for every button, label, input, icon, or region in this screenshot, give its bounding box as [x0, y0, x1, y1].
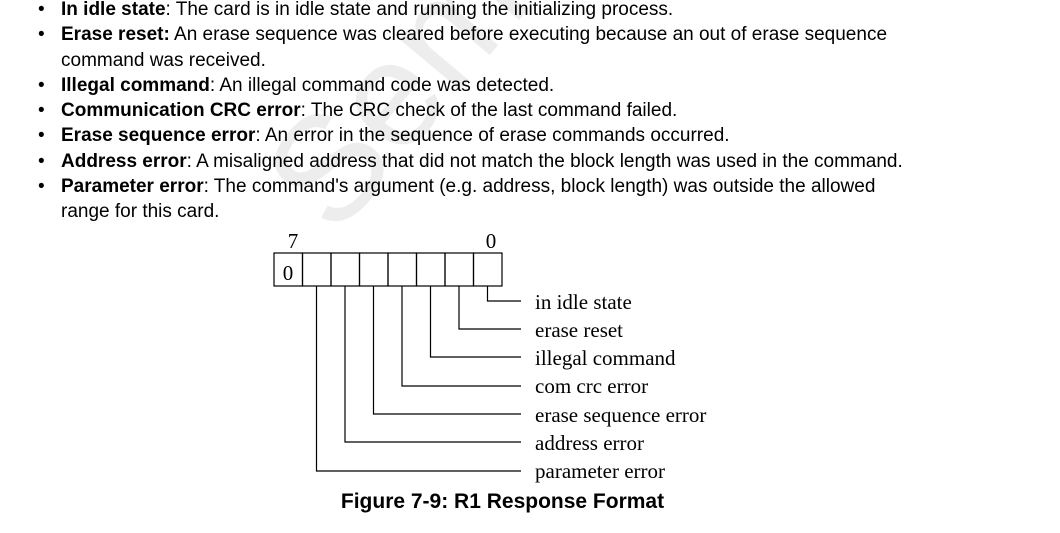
- bullet-term: Communication CRC error: [61, 100, 301, 122]
- bullet-text: : The command's argument (e.g. address, …: [203, 176, 876, 198]
- bullet-text: : The card is in idle state and running …: [165, 0, 674, 20]
- bullet-dot-icon: •: [38, 74, 45, 96]
- connector-lines: [315, 286, 521, 472]
- bullet-dot-icon: •: [38, 0, 45, 20]
- bullet-term: Address error: [61, 150, 187, 172]
- bullet-dot-icon: •: [38, 24, 45, 46]
- bullet-dot-icon: •: [38, 125, 45, 147]
- figure-caption: Figure 7-9: R1 Response Format: [340, 490, 665, 513]
- bullet-dot-icon: •: [38, 176, 45, 198]
- bullet-text: : A misaligned address that did not matc…: [186, 150, 903, 172]
- bullet-item: • Parameter error: The command's argument…: [38, 174, 1048, 225]
- bit-7-label: 7: [288, 229, 299, 253]
- bullet-continuation: command was received.: [61, 49, 266, 71]
- bullet-item: • Communication CRC error: The CRC check …: [38, 98, 1048, 123]
- bullet-continuation: range for this card.: [61, 201, 220, 223]
- bullet-dot-icon: •: [38, 100, 45, 122]
- bit-cells: [273, 252, 503, 287]
- bullet-text: : The CRC check of the last command fail…: [300, 100, 678, 122]
- bullet-item: • Erase sequence error: An error in the s…: [38, 123, 1048, 148]
- bit-0-label: 0: [486, 229, 497, 253]
- label-in-idle-state: in idle state: [535, 290, 632, 314]
- bullet-term: Illegal command: [61, 74, 210, 96]
- label-illegal-command: illegal command: [535, 346, 676, 370]
- label-erase-reset: erase reset: [535, 318, 623, 342]
- bullet-term: In idle state: [61, 0, 166, 20]
- bit-labels: in idle state erase reset illegal comman…: [535, 290, 706, 483]
- bullet-list: • In idle state: The card is in idle stat…: [38, 0, 1048, 225]
- msb-value: 0: [283, 261, 294, 285]
- bullet-text: : An error in the sequence of erase comm…: [255, 125, 730, 147]
- label-erase-sequence-error: erase sequence error: [535, 403, 706, 427]
- bullet-term: Erase sequence error: [61, 125, 256, 147]
- bullet-dot-icon: •: [38, 150, 45, 172]
- label-com-crc-error: com crc error: [535, 374, 648, 398]
- bullet-item: • In idle state: The card is in idle stat…: [38, 0, 1048, 22]
- bullet-item: • Address error: A misaligned address tha…: [38, 149, 1048, 174]
- bullet-item: • Erase reset: An erase sequence was clea…: [38, 22, 1048, 73]
- label-address-error: address error: [535, 431, 644, 455]
- bullet-item: • Illegal command: An illegal command cod…: [38, 73, 1048, 98]
- label-parameter-error: parameter error: [535, 459, 665, 483]
- bullet-text: An erase sequence was cleared before exe…: [169, 24, 888, 46]
- bullet-text: : An illegal command code was detected.: [209, 74, 555, 96]
- bullet-term: Parameter error: [61, 176, 204, 198]
- bullet-term: Erase reset:: [61, 24, 170, 46]
